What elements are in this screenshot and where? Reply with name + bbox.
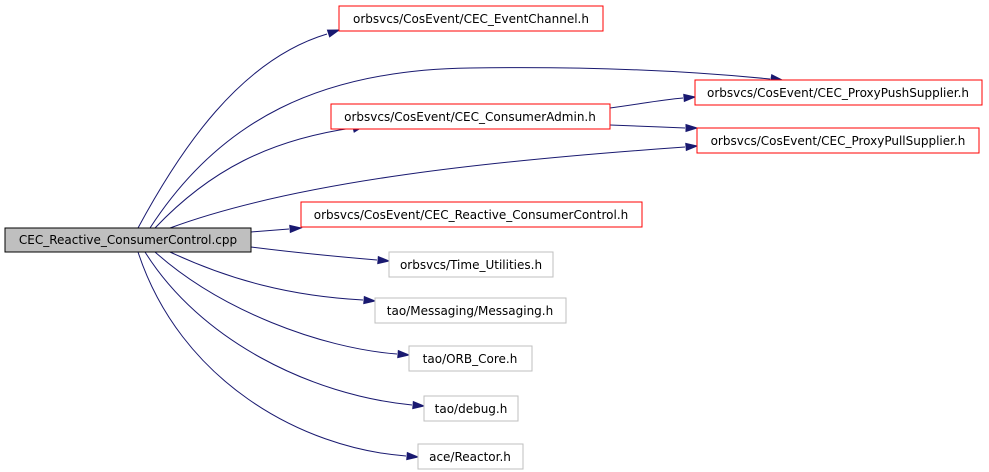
include-node-box bbox=[330, 103, 611, 130]
include-node-debug[interactable]: tao/debug.h bbox=[423, 395, 519, 422]
include-node-label: tao/Messaging/Messaging.h bbox=[387, 304, 553, 318]
edge-line bbox=[154, 251, 398, 355]
edge-line bbox=[609, 124, 686, 129]
include-node-box bbox=[338, 5, 604, 32]
include-node-proxy-pull-supplier[interactable]: orbsvcs/CosEvent/CEC_ProxyPullSupplier.h bbox=[696, 127, 980, 154]
include-node-box bbox=[408, 345, 533, 372]
include-node-messaging[interactable]: tao/Messaging/Messaging.h bbox=[374, 297, 567, 324]
edge-line bbox=[250, 246, 378, 261]
edge-source-to-proxy-pull-supplier bbox=[169, 142, 699, 229]
source-file-node[interactable]: CEC_Reactive_ConsumerControl.cpp bbox=[4, 227, 252, 253]
arrowhead bbox=[406, 451, 420, 461]
include-node-box bbox=[374, 297, 567, 324]
include-node-label: orbsvcs/CosEvent/CEC_ProxyPullSupplier.h bbox=[711, 134, 966, 148]
include-node-label: orbsvcs/CosEvent/CEC_Reactive_ConsumerCo… bbox=[314, 208, 629, 222]
include-node-box bbox=[696, 127, 980, 154]
include-node-reactive-consumer-control[interactable]: orbsvcs/CosEvent/CEC_Reactive_ConsumerCo… bbox=[300, 201, 643, 228]
include-node-label: orbsvcs/CosEvent/CEC_ConsumerAdmin.h bbox=[344, 110, 596, 124]
include-node-time-utilities[interactable]: orbsvcs/Time_Utilities.h bbox=[388, 251, 554, 278]
include-node-orb-core[interactable]: tao/ORB_Core.h bbox=[408, 345, 533, 372]
edge-line bbox=[144, 251, 413, 406]
edge-consumer-admin-to-proxy-push-supplier bbox=[609, 93, 697, 109]
arrowhead bbox=[363, 295, 377, 305]
include-node-box bbox=[388, 251, 554, 278]
include-node-label: orbsvcs/Time_Utilities.h bbox=[400, 258, 542, 272]
arrowhead bbox=[412, 400, 426, 410]
edge-source-to-messaging bbox=[169, 251, 377, 305]
arrowhead bbox=[377, 255, 391, 265]
source-file-node-label: CEC_Reactive_ConsumerControl.cpp bbox=[19, 233, 237, 247]
include-node-reactor[interactable]: ace/Reactor.h bbox=[417, 443, 524, 470]
edge-source-to-orb-core bbox=[154, 251, 411, 359]
arrowhead bbox=[397, 349, 411, 359]
arrowhead bbox=[685, 123, 699, 133]
arrowhead bbox=[683, 93, 697, 103]
include-node-box bbox=[300, 201, 643, 228]
edge-line bbox=[609, 97, 684, 109]
include-node-consumer-admin[interactable]: orbsvcs/CosEvent/CEC_ConsumerAdmin.h bbox=[330, 103, 611, 130]
include-node-label: orbsvcs/CosEvent/CEC_EventChannel.h bbox=[353, 12, 589, 26]
include-node-proxy-push-supplier[interactable]: orbsvcs/CosEvent/CEC_ProxyPushSupplier.h bbox=[694, 79, 983, 106]
include-node-box bbox=[694, 79, 983, 106]
edge-line bbox=[154, 127, 353, 229]
edge-source-to-reactor bbox=[137, 251, 420, 461]
edge-line bbox=[149, 67, 771, 229]
include-node-label: orbsvcs/CosEvent/CEC_ProxyPushSupplier.h bbox=[707, 86, 969, 100]
include-node-label: tao/ORB_Core.h bbox=[423, 352, 518, 366]
edge-source-to-reactive-consumer-control bbox=[250, 224, 303, 234]
edge-source-to-debug bbox=[144, 251, 426, 410]
edge-line bbox=[250, 228, 290, 233]
edge-line bbox=[137, 251, 407, 457]
source-file-node-box bbox=[4, 227, 252, 253]
arrowhead bbox=[289, 224, 303, 234]
include-node-event-channel[interactable]: orbsvcs/CosEvent/CEC_EventChannel.h bbox=[338, 5, 604, 32]
include-node-box bbox=[417, 443, 524, 470]
arrowhead bbox=[326, 29, 341, 38]
include-node-box bbox=[423, 395, 519, 422]
edge-line bbox=[137, 33, 328, 229]
edge-source-to-time-utilities bbox=[250, 246, 391, 265]
include-node-label: ace/Reactor.h bbox=[429, 450, 511, 464]
arrowhead bbox=[685, 142, 699, 152]
edge-source-to-event-channel bbox=[137, 29, 341, 229]
edge-line bbox=[169, 251, 364, 301]
edge-line bbox=[169, 146, 686, 229]
include-node-label: tao/debug.h bbox=[435, 402, 508, 416]
edge-consumer-admin-to-proxy-pull-supplier bbox=[609, 123, 699, 133]
